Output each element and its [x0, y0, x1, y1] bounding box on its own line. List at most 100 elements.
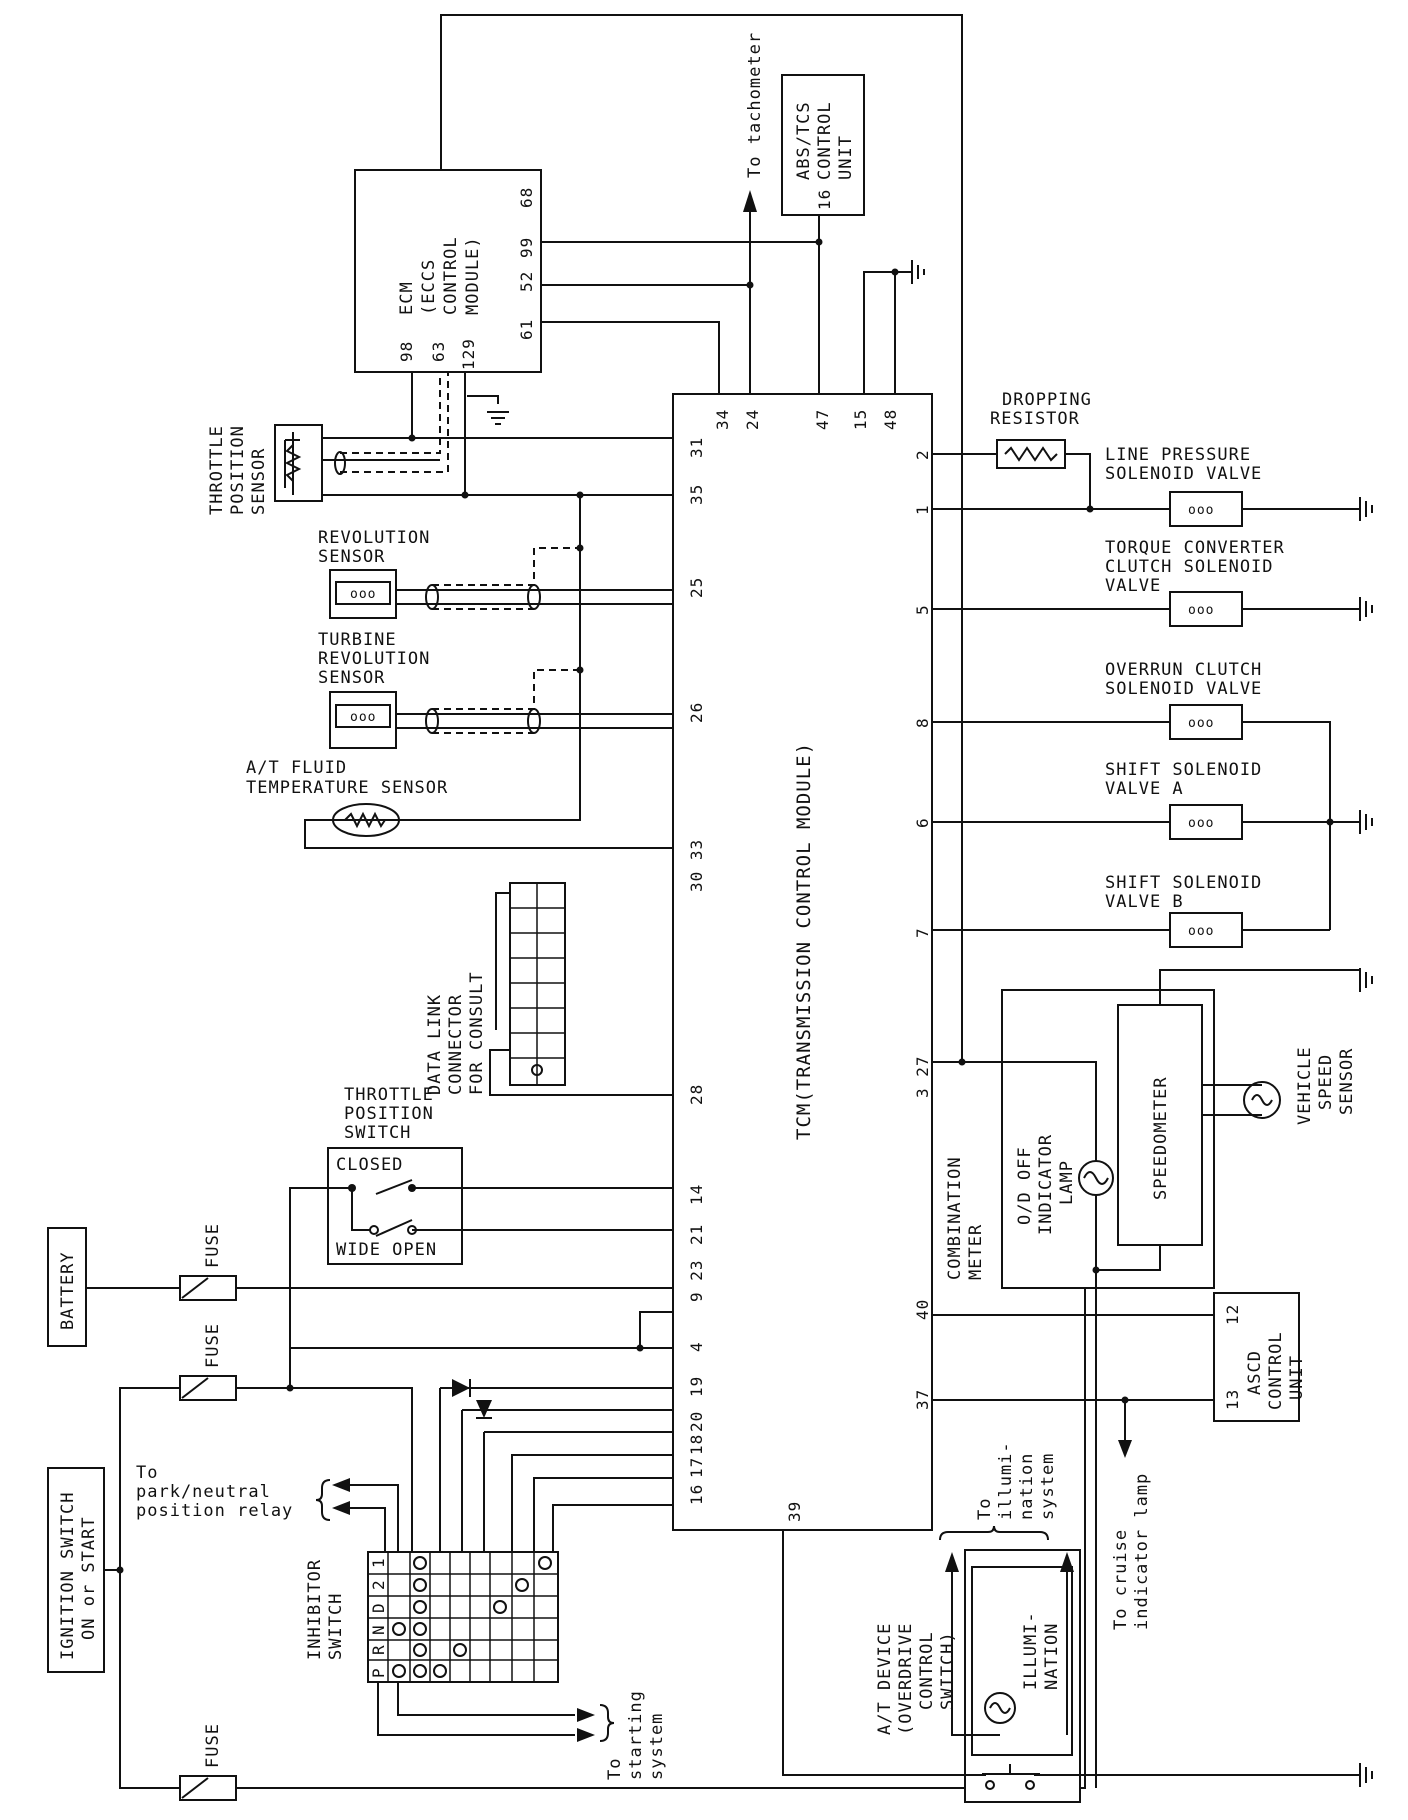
at-device-label-1: A/T DEVICE	[875, 1623, 895, 1735]
tcm-pin-48: 48	[881, 409, 900, 430]
data-link-connector[interactable]: DATA LINK CONNECTOR FOR CONSULT	[425, 882, 673, 1096]
tcm-pin-2: 2	[913, 449, 932, 460]
ecm-label-1: ECM	[397, 281, 417, 315]
turbine-label-3: SENSOR	[318, 668, 385, 688]
ecm-pin-129: 129	[459, 338, 478, 370]
fuse-1-label: FUSE	[203, 1223, 223, 1268]
tcm-pin-14: 14	[687, 1184, 706, 1205]
ignition-switch: IGNITION SWITCH ON or START	[47, 1467, 124, 1673]
line-pressure-solenoid: LINE PRESSURE SOLENOID VALVE ooo	[932, 445, 1360, 527]
turbine-label-1: TURBINE	[318, 630, 397, 650]
fuse-3-label: FUSE	[203, 1723, 223, 1768]
tcm-label: TCM(TRANSMISSION CONTROL MODULE)	[793, 742, 815, 1140]
tcm-pin-17: 17	[687, 1457, 706, 1478]
shift-a-label-2: VALVE A	[1105, 779, 1184, 799]
battery: BATTERY	[47, 1227, 180, 1347]
tcm-pin-4: 4	[687, 1341, 706, 1352]
at-device-label-4: SWITCH)	[938, 1631, 958, 1710]
ascd-label-1: ASCD	[1245, 1350, 1265, 1395]
ecm-label-3: CONTROL	[441, 236, 461, 315]
shift-a-coil-icon: ooo	[1188, 816, 1214, 831]
ecm-pin-52: 52	[517, 271, 536, 292]
ascd-control-unit: 12 13 ASCD CONTROL UNIT	[932, 1292, 1307, 1458]
tcm-pin-28: 28	[687, 1084, 706, 1105]
fuse-3: FUSE	[179, 1262, 1086, 1801]
tcm-pin-35: 35	[687, 484, 706, 505]
tcm-pin-40: 40	[913, 1299, 932, 1320]
inhibitor-pos-r: R	[369, 1644, 388, 1655]
turbine-coil-icon: ooo	[350, 710, 376, 725]
overrun-label-2: SOLENOID VALVE	[1105, 679, 1262, 699]
tcm-pin-7: 7	[913, 927, 932, 938]
throttle-position-sensor: THROTTLE POSITION SENSOR	[207, 372, 673, 849]
tps-label-2: POSITION	[228, 425, 248, 515]
dlc-label-3: FOR CONSULT	[467, 971, 487, 1095]
inhibitor-pos-1: 1	[369, 1557, 388, 1568]
abs-label-1: ABS/TCS	[794, 101, 814, 180]
at-device-label-2: (OVERDRIVE	[896, 1623, 916, 1735]
od-lamp-label-1: O/D OFF	[1015, 1146, 1035, 1225]
park-neutral-relay: To park/neutral position relay	[136, 1463, 399, 1552]
tcm-pin-18: 18	[687, 1434, 706, 1455]
illum-to-2: illumi-	[996, 1441, 1016, 1520]
illumination-lamp-icon	[984, 1692, 1016, 1724]
abs-pin-16: 16	[815, 189, 834, 210]
shift-b-label-2: VALVE B	[1105, 892, 1184, 912]
tcm-pin-3-27: 3 27	[913, 1055, 932, 1098]
ascd-pin-13: 13	[1223, 1389, 1242, 1410]
park-label-2: park/neutral	[136, 1482, 271, 1502]
fluid-temperature-sensor: A/T FLUID TEMPERATURE SENSOR	[246, 758, 447, 837]
line-pressure-label-1: LINE PRESSURE	[1105, 445, 1251, 465]
fuse-2-label: FUSE	[203, 1323, 223, 1368]
tcm-pin-1: 1	[913, 504, 932, 515]
illum-to-4: system	[1038, 1453, 1058, 1520]
tcm-pin-5: 5	[913, 604, 932, 615]
tcm-pin-20: 20	[687, 1411, 706, 1432]
tcm-pin-24: 24	[743, 409, 762, 430]
overrun-label-1: OVERRUN CLUTCH	[1105, 660, 1262, 680]
park-label-1: To	[136, 1463, 158, 1483]
ascd-pin-12: 12	[1223, 1304, 1242, 1325]
ascd-label-2: CONTROL	[1266, 1331, 1286, 1410]
ascd-label-3: UNIT	[1287, 1355, 1307, 1400]
tcm-pin-26: 26	[687, 702, 706, 723]
at-device[interactable]: To illumi- nation system ILLUMI- NATION …	[782, 1441, 1360, 1803]
od-lamp-label-2: INDICATOR	[1036, 1134, 1056, 1235]
tcm-pin-47: 47	[813, 409, 832, 430]
tcm-pin-21: 21	[687, 1224, 706, 1245]
inhibitor-pos-2: 2	[369, 1579, 388, 1590]
right-grounds	[1359, 497, 1373, 1787]
abs-label-2: CONTROL	[815, 101, 835, 180]
tcm-left-pins: 31 35 25 26 30 33 28 14 21 9 23 4 19 20 …	[687, 437, 706, 1505]
ecm-pin-61: 61	[517, 319, 536, 340]
illum-to-1: To	[975, 1498, 995, 1520]
inhibitor-switch: INHIBITOR SWITCH P R N D 2 1	[305, 1387, 673, 1742]
inhibitor-label-1: INHIBITOR	[305, 1559, 325, 1660]
tcm-pin-9-23: 9 23	[687, 1259, 706, 1302]
ecm-label-4: MODULE)	[463, 236, 483, 315]
shift-solenoid-a: SHIFT SOLENOID VALVE A ooo	[932, 760, 1360, 840]
vss-label-2: SPEED	[1316, 1054, 1336, 1110]
revolution-sensor: REVOLUTION SENSOR ooo	[318, 528, 673, 619]
combination-label-2: METER	[966, 1224, 986, 1280]
vehicle-speed-sensor: VEHICLE SPEED SENSOR	[1235, 1046, 1357, 1125]
starting-label-3: system	[647, 1713, 667, 1780]
rev-label-1: REVOLUTION	[318, 528, 430, 548]
shift-b-coil-icon: ooo	[1188, 924, 1214, 939]
tcm-pin-15: 15	[851, 409, 870, 430]
tcm-pin-30-33: 30 33	[687, 839, 706, 892]
shift-b-label-1: SHIFT SOLENOID	[1105, 873, 1262, 893]
tps-label-1: THROTTLE	[207, 425, 227, 515]
ecm-label-2: (ECCS	[419, 259, 439, 315]
tcm-pin-19: 19	[687, 1376, 706, 1397]
fuse-2: FUSE	[119, 1311, 673, 1789]
line-pressure-coil-icon: ooo	[1188, 503, 1214, 518]
turbine-revolution-sensor: TURBINE REVOLUTION SENSOR ooo	[318, 630, 673, 749]
tcm-pin-16: 16	[687, 1484, 706, 1505]
tcc-label-3: VALVE	[1105, 576, 1161, 596]
line-pressure-label-2: SOLENOID VALVE	[1105, 464, 1262, 484]
tcm-pin-25: 25	[687, 577, 706, 598]
rev-coil-icon: ooo	[350, 587, 376, 602]
shift-a-label-1: SHIFT SOLENOID	[1105, 760, 1262, 780]
tps-label-3: SENSOR	[249, 448, 269, 515]
